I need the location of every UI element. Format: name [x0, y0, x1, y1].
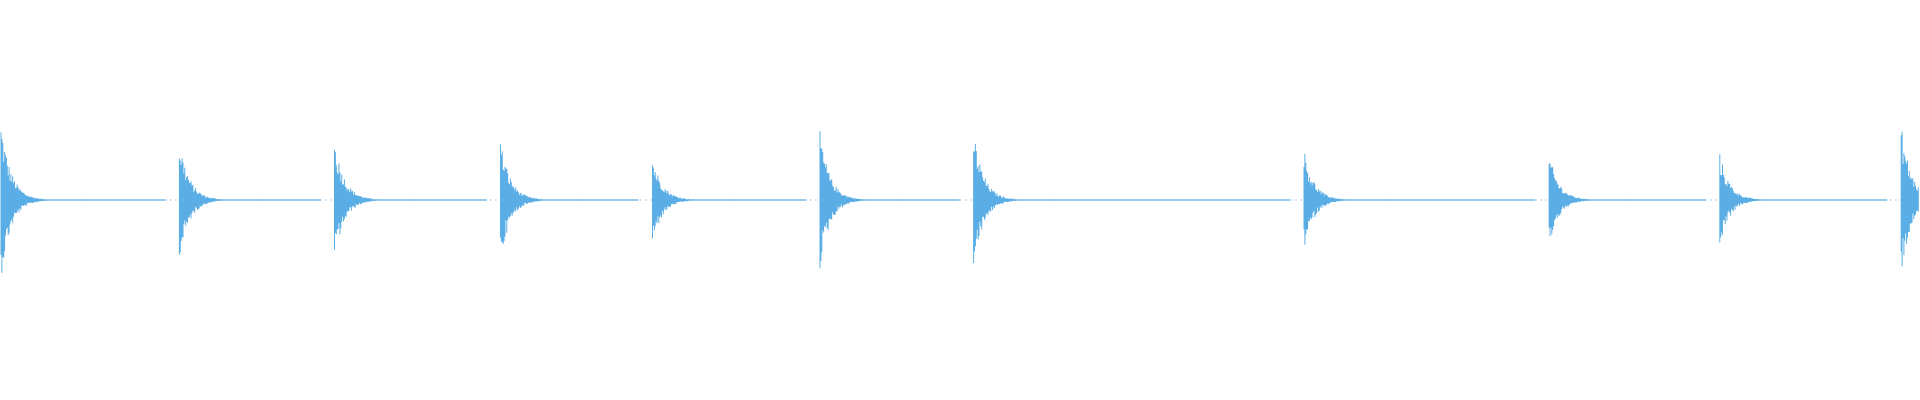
waveform-transient: [1548, 163, 1630, 237]
waveform-onset: [652, 165, 806, 239]
waveform-onset: [973, 143, 1290, 263]
waveform-onset: [500, 144, 639, 244]
waveform-onset: [1719, 154, 1888, 243]
waveform-transient: [500, 144, 582, 244]
waveform-transient: [652, 165, 734, 239]
waveform-transient: [1900, 131, 1919, 267]
waveform-transient: [178, 158, 260, 255]
waveform-onset: [819, 131, 960, 269]
waveform-transient: [973, 143, 1055, 263]
waveform-onset: [1548, 163, 1706, 237]
waveform-onsets: [0, 131, 1919, 273]
waveform-transient: [0, 132, 82, 273]
waveform-transient: [1303, 153, 1385, 245]
waveform-onset: [0, 132, 166, 273]
waveform-onset: [1303, 153, 1536, 245]
waveform-onset: [1900, 131, 1919, 267]
waveform-transient: [334, 149, 416, 250]
waveform-onset: [178, 158, 321, 255]
waveform-transient: [819, 131, 901, 269]
waveform-onset: [334, 149, 487, 250]
waveform-transient: [1719, 154, 1801, 243]
